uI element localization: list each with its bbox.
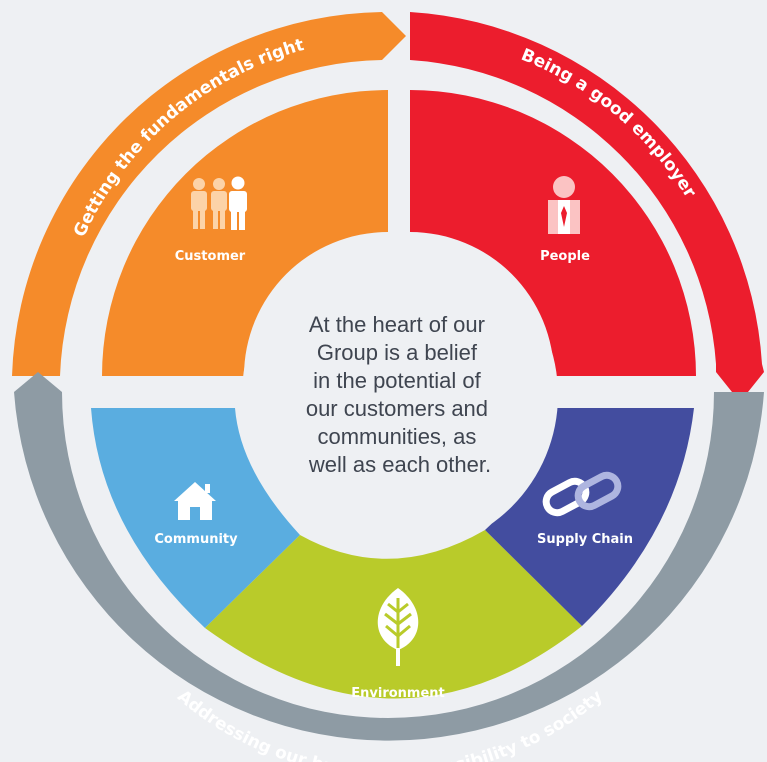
center-line: well as each other. xyxy=(308,452,491,477)
people-group-icon xyxy=(191,176,247,230)
customer-label: Customer xyxy=(175,249,246,264)
employer-arc xyxy=(410,12,764,402)
community-label: Community xyxy=(154,532,238,547)
customer-segment[interactable] xyxy=(102,90,388,376)
employee-icon xyxy=(548,176,580,234)
center-line: our customers and xyxy=(306,396,488,421)
fundamentals-arc xyxy=(12,12,406,376)
environment-label: Environment xyxy=(351,686,445,701)
house-icon xyxy=(174,482,216,520)
chain-link-icon xyxy=(542,471,622,517)
center-circle xyxy=(242,237,558,553)
supply-chain-label: Supply Chain xyxy=(537,532,633,547)
center-line: communities, as xyxy=(317,424,476,449)
center-line: Group is a belief xyxy=(317,340,478,365)
center-line: At the heart of our xyxy=(309,312,485,337)
center-statement: At the heart of our Group is a belief in… xyxy=(306,312,494,477)
center-line: in the potential of xyxy=(313,368,481,393)
leaf-icon xyxy=(377,588,419,666)
people-label: People xyxy=(540,249,590,264)
